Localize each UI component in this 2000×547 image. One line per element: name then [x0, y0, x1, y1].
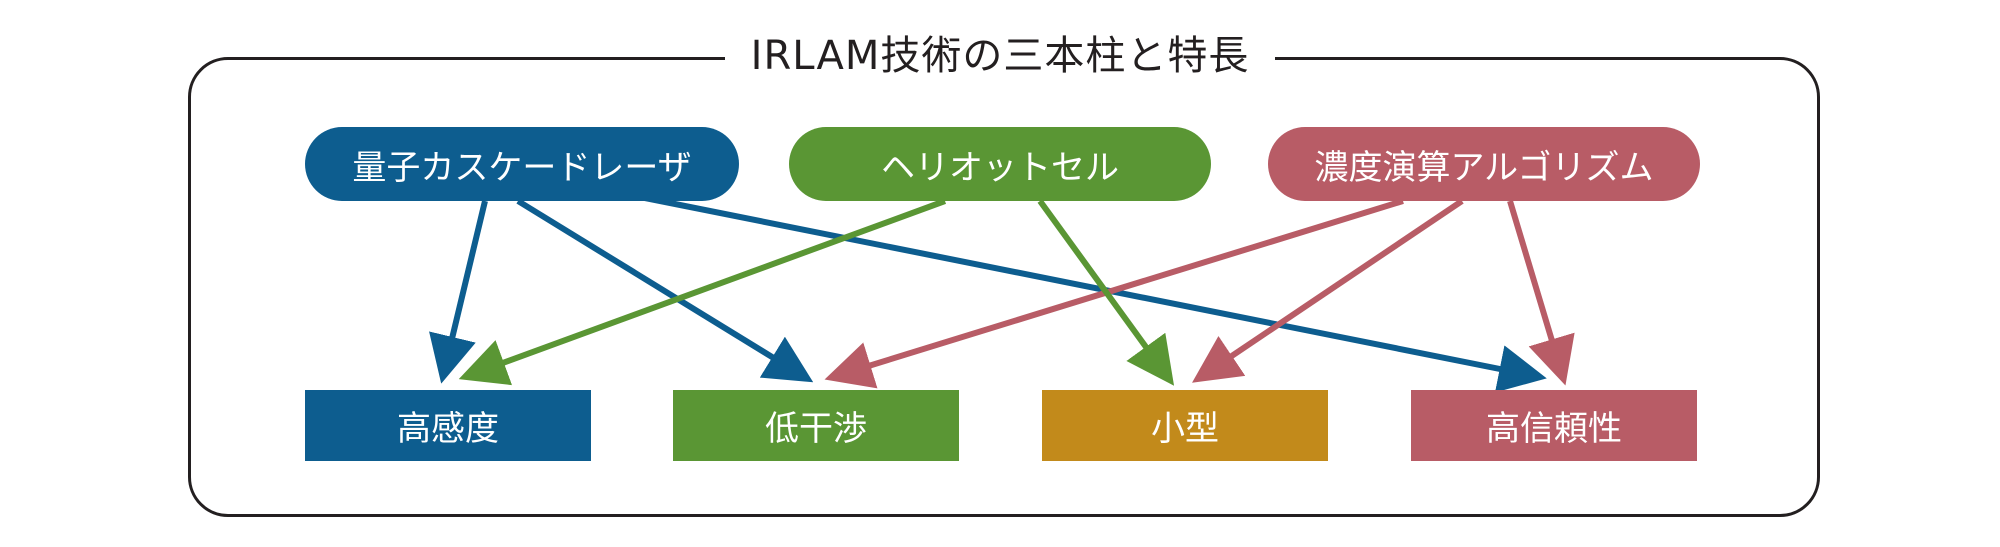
arrow-herriott-to-compact	[1037, 199, 1175, 386]
arrow-algorithm-to-high-reliability	[1507, 200, 1575, 386]
arrow-algorithm-to-compact	[1192, 198, 1464, 383]
pillar-concentration-algorithm: 濃度演算アルゴリズム	[1268, 127, 1700, 201]
pillar-quantum-cascade-laser: 量子カスケードレーザ	[305, 127, 739, 201]
arrow-qcl-to-high-sensitivity	[429, 200, 488, 384]
feature-low-interference: 低干渉	[673, 390, 959, 461]
arrow-algorithm-to-low-interference	[824, 198, 1404, 389]
feature-high-sensitivity: 高感度	[305, 390, 591, 461]
arrow-qcl-to-high-reliability	[644, 195, 1547, 393]
pillar-herriott-cell: ヘリオットセル	[789, 127, 1211, 201]
feature-high-reliability: 高信頼性	[1411, 390, 1697, 461]
arrow-qcl-to-low-interference	[516, 198, 814, 383]
feature-compact: 小型	[1042, 390, 1328, 461]
arrow-herriott-to-high-sensitivity	[458, 198, 947, 386]
